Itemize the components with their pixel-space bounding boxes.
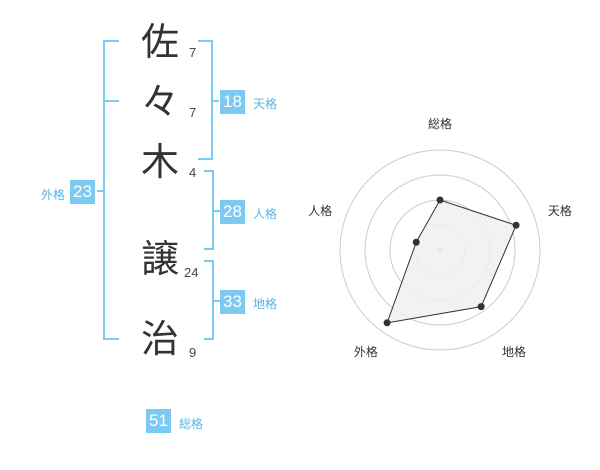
gaikaku-label: 外格 [41,188,66,202]
name-char-3: 木 [140,140,179,184]
stroke-count-3: 4 [189,165,197,180]
jinkaku-bracket [204,170,214,250]
tenkaku-tick [213,100,219,102]
tenkaku-label: 天格 [253,97,278,111]
radar-point-3 [383,319,391,327]
radar-axis-label-3: 外格 [354,344,378,359]
radar-ring-4 [339,149,541,351]
stroke-count-5: 9 [189,345,197,360]
radar-axis-label-1: 天格 [548,203,572,218]
name-char-5: 治 [140,317,179,361]
name-char-2: 々 [140,80,179,124]
soukaku-badge: 51 [146,409,171,433]
stroke-count-1: 7 [189,45,197,60]
gaikaku-tick [97,190,103,192]
chikaku-bracket [204,260,214,340]
radar-points [383,196,520,327]
radar-point-0 [436,196,444,204]
tenkaku-bracket [198,40,213,160]
jinkaku-tick [214,210,220,212]
radar-axis-label-2: 地格 [502,344,526,359]
gaikaku-divider-tick [103,100,119,102]
gaikaku-badge: 23 [70,180,95,204]
gaikaku-bracket [103,40,119,340]
tenkaku-badge: 18 [220,90,245,114]
stroke-count-2: 7 [189,105,197,120]
stroke-count-4: 24 [184,265,199,280]
radar-point-2 [477,303,485,311]
radar-point-4 [412,238,420,246]
name-char-4: 譲 [140,237,179,281]
chikaku-tick [214,300,220,302]
radar-polygon [386,199,517,324]
radar-axis-label-0: 総格 [428,116,452,131]
name-char-1: 佐 [140,20,179,64]
radar-point-1 [512,221,520,229]
radar-axis-label-4: 人格 [308,203,332,218]
radar-ring-3 [364,174,516,326]
jinkaku-badge: 28 [220,200,245,224]
chikaku-badge: 33 [220,290,245,314]
jinkaku-label: 人格 [253,207,278,221]
chikaku-label: 地格 [253,297,278,311]
soukaku-label: 総格 [179,417,204,431]
